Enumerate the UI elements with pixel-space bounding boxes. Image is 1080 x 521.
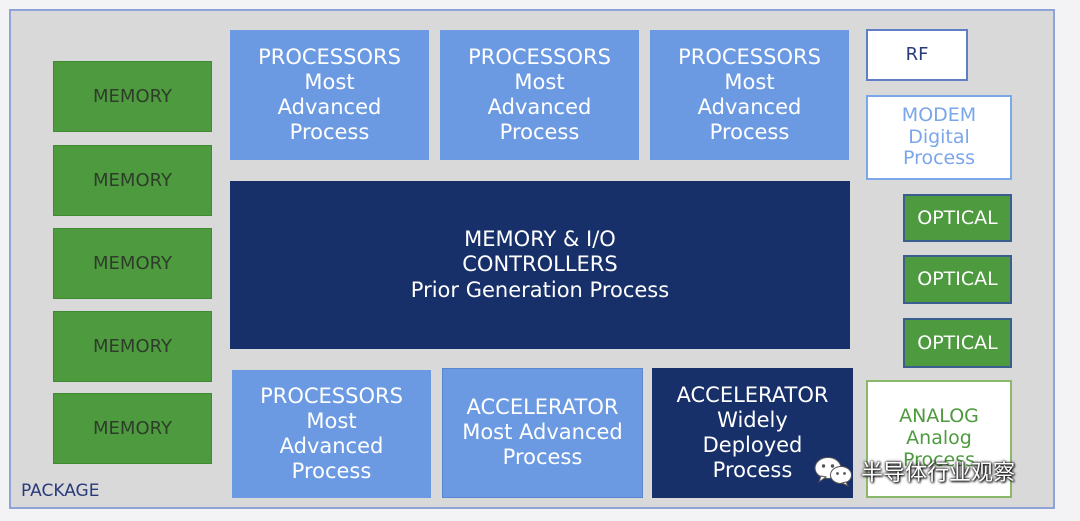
block-line: Most [304,69,355,94]
block-line: Advanced [279,434,384,458]
block-title: MODEM [901,103,977,126]
block-title: RF [905,44,929,66]
processor-block: PROCESSORS Most Advanced Process [650,30,849,160]
block-line: Process [289,120,370,145]
memory-label: MEMORY [93,85,172,107]
block-line: Digital [908,125,970,148]
memory-block: MEMORY [53,145,212,216]
block-line: Process [902,448,976,471]
rf-block: RF [866,29,968,81]
block-line: Process [709,120,790,145]
block-line: Most [514,69,565,94]
optical-block: OPTICAL [903,318,1012,368]
block-title: MEMORY & I/O [464,227,616,252]
block-title: PROCESSORS [258,44,401,69]
block-line: Process [502,445,583,470]
memory-block: MEMORY [53,311,212,382]
block-line: Most [306,408,357,433]
wechat-icon [814,457,852,487]
package-label: PACKAGE [21,481,100,501]
block-line: Advanced [697,95,802,119]
block-title: CONTROLLERS [462,252,618,277]
block-line: Deployed [702,433,803,457]
block-title: PROCESSORS [678,44,821,69]
block-title: ACCELERATOR [466,395,619,419]
processor-block: PROCESSORS Most Advanced Process [440,30,639,160]
modem-block: MODEM Digital Process [866,95,1012,180]
block-title: PROCESSORS [468,44,611,69]
accelerator-widely-deployed-block: ACCELERATOR Widely Deployed Process [652,368,853,498]
block-line: Process [712,458,793,483]
memory-io-controller-block: MEMORY & I/O CONTROLLERS Prior Generatio… [230,181,850,349]
block-line: Process [902,147,976,170]
analog-block: ANALOG Analog Process [866,380,1012,498]
processor-block: PROCESSORS Most Advanced Process [230,30,429,160]
block-line: Advanced [487,95,592,119]
block-line: Most [724,69,775,94]
block-line: Process [291,459,372,484]
block-line: Process [499,120,580,145]
memory-block: MEMORY [53,393,212,464]
watermark-text: 半导体行业观察 [861,461,1016,486]
memory-label: MEMORY [93,169,172,191]
block-line: Widely [717,407,788,432]
block-title: PROCESSORS [260,383,403,408]
block-title: ANALOG [899,405,979,428]
block-line: Analog [906,427,972,450]
memory-block: MEMORY [53,61,212,132]
optical-block: OPTICAL [903,255,1012,304]
memory-label: MEMORY [93,252,172,274]
block-title: ACCELERATOR [676,382,829,407]
memory-block: MEMORY [53,228,212,299]
memory-label: MEMORY [93,335,172,357]
accelerator-advanced-block: ACCELERATOR Most Advanced Process [442,368,643,498]
block-line: Advanced [277,95,382,119]
watermark: 半导体行业观察 [813,455,1015,487]
block-title: OPTICAL [917,206,998,229]
block-line: Most Advanced [462,420,623,445]
block-title: OPTICAL [917,331,998,354]
block-line: Prior Generation Process [410,277,670,302]
optical-block: OPTICAL [903,194,1012,242]
processor-block: PROCESSORS Most Advanced Process [232,370,431,498]
memory-label: MEMORY [93,417,172,439]
block-title: OPTICAL [917,268,998,291]
